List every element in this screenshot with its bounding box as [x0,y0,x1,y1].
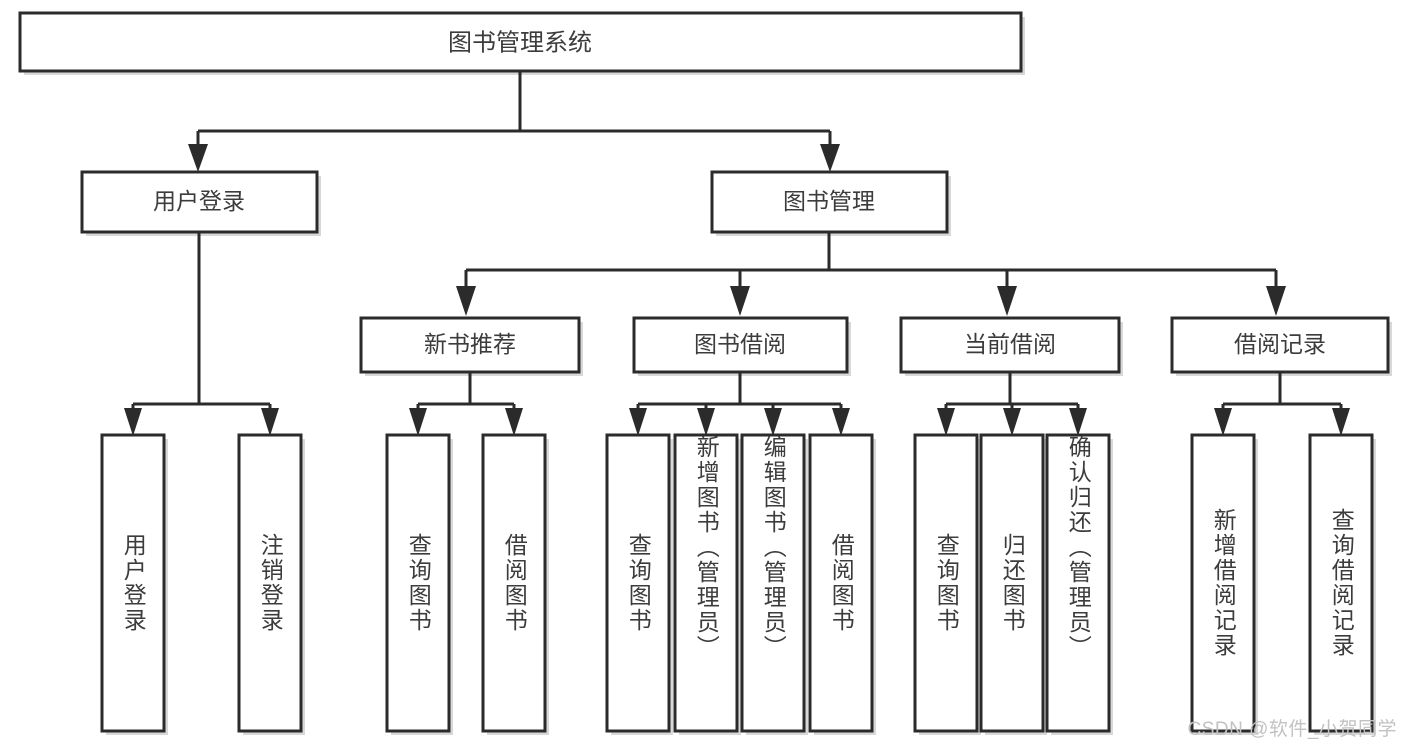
leaf-borrow-book-1[interactable] [481,433,549,735]
node-book-management-label: 图书管理 [783,188,875,214]
node-new-book-recommend-label: 新书推荐 [424,331,516,357]
node-book-borrow-label: 图书借阅 [694,331,786,357]
root-node[interactable]: 图书管理系统 [18,11,1025,75]
node-user-login[interactable]: 用户登录 [80,170,321,236]
watermark-text: CSDN @软件_小贺同学 [1187,719,1397,740]
node-book-borrow[interactable]: 图书借阅 [632,316,851,376]
node-book-management[interactable]: 图书管理 [710,170,951,236]
connector-borrowrecord-to-leaves [1214,372,1350,436]
leaf-query-book-2[interactable] [605,433,673,735]
node-new-book-recommend[interactable]: 新书推荐 [359,316,583,376]
connector-root-to-level2 [188,71,840,172]
leaf-confirm-return-admin[interactable] [1045,433,1113,735]
connector-bookmgmt-to-level3 [456,232,1286,316]
node-borrow-record[interactable]: 借阅记录 [1170,316,1392,376]
leaf-user-login[interactable] [100,433,168,735]
leaf-add-borrow-record[interactable] [1190,433,1258,735]
leaf-logout-login[interactable] [237,433,305,735]
node-borrow-record-label: 借阅记录 [1234,331,1326,357]
node-user-login-label: 用户登录 [153,188,245,214]
node-current-borrow-label: 当前借阅 [964,331,1056,357]
leaf-query-book-1[interactable] [385,433,453,735]
connector-currentborrow-to-leaves [937,372,1087,436]
leaf-query-borrow-record[interactable] [1308,433,1376,735]
connector-userlogin-to-leaves [124,232,279,436]
leaf-return-book[interactable] [979,433,1047,735]
node-current-borrow[interactable]: 当前借阅 [899,316,1123,376]
leaf-add-book-admin[interactable] [673,433,741,735]
leaf-query-book-3[interactable] [913,433,981,735]
leaf-edit-book-admin[interactable] [740,433,808,735]
connector-bookborrow-to-leaves [629,372,850,436]
leaf-borrow-book-2[interactable] [808,433,876,735]
connector-newbook-to-leaves [409,372,523,436]
root-node-label: 图书管理系统 [448,29,592,56]
